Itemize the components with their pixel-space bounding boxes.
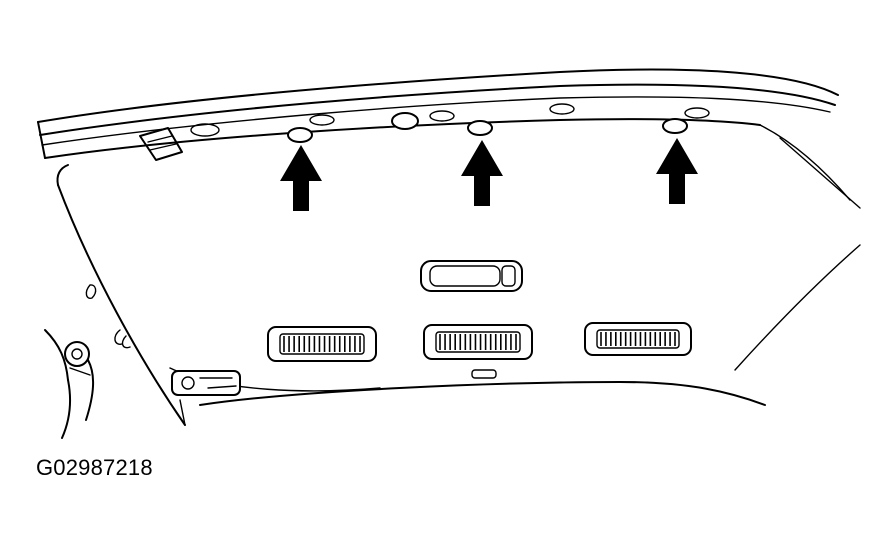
pointer-arrows: [280, 138, 698, 211]
figure-id-label: G02987218: [36, 455, 153, 480]
headliner-clip-arrow-icon: [461, 140, 503, 206]
clip-point-center: [467, 120, 493, 136]
assist-grip: [44, 329, 94, 439]
air-vent-icon: [267, 322, 692, 362]
pillar-bracket: [139, 127, 183, 161]
sensor-lens: [471, 369, 497, 379]
vent-left: [267, 326, 377, 362]
headliner-clip-arrow-icon: [656, 138, 698, 204]
visor-clip: [171, 370, 241, 396]
headliner-panel: [56, 164, 861, 426]
vent-center: [423, 324, 533, 360]
map-lamp-icon: [420, 260, 523, 292]
clip-point-left: [287, 127, 313, 143]
roof-header-rail: [37, 68, 861, 209]
headliner-clip-points: [287, 118, 688, 143]
side-trim-marks: [85, 284, 131, 349]
headliner-clip-arrow-icon: [280, 145, 322, 211]
clip-point-right: [662, 118, 688, 134]
rail-openings: [190, 103, 710, 137]
vent-right: [584, 322, 692, 356]
